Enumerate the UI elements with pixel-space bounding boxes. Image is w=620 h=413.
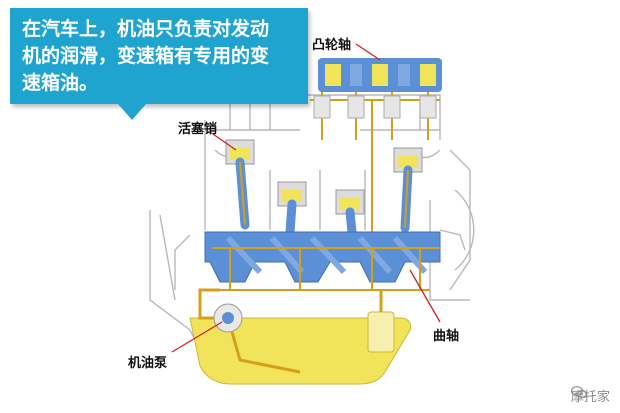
- info-callout: 在汽车上，机油只负责对发动 机的润滑，变速箱有专用的变 速箱油。: [10, 8, 308, 104]
- callout-line-1: 在汽车上，机油只负责对发动: [22, 18, 270, 40]
- watermark: 摩托家: [570, 386, 610, 405]
- wechat-icon: [570, 386, 587, 398]
- connecting-rods: [235, 157, 413, 237]
- label-oil-pump: 机油泵: [128, 356, 168, 371]
- label-piston-pin: 活塞销: [178, 122, 218, 137]
- crankshaft: [204, 231, 441, 283]
- oil-pump: [198, 288, 301, 374]
- callout-line-3: 速箱油。: [22, 72, 99, 94]
- callout-text: 在汽车上，机油只负责对发动 机的润滑，变速箱有专用的变 速箱油。: [22, 16, 302, 97]
- valve-springs: [313, 95, 437, 119]
- label-crankshaft: 曲轴: [433, 329, 460, 344]
- callout-pointer: [118, 104, 146, 120]
- callout-line-2: 机的润滑，变速箱有专用的变: [22, 45, 270, 67]
- oil-sump: [189, 317, 412, 385]
- oil-filter: [367, 290, 395, 353]
- pistons: [225, 139, 423, 215]
- leader-lines: [171, 43, 441, 353]
- label-camshaft: 凸轮轴: [312, 38, 352, 53]
- crank-oil-passages: [212, 247, 440, 291]
- camshaft: [318, 58, 442, 92]
- rod-oil-passages: [239, 161, 409, 229]
